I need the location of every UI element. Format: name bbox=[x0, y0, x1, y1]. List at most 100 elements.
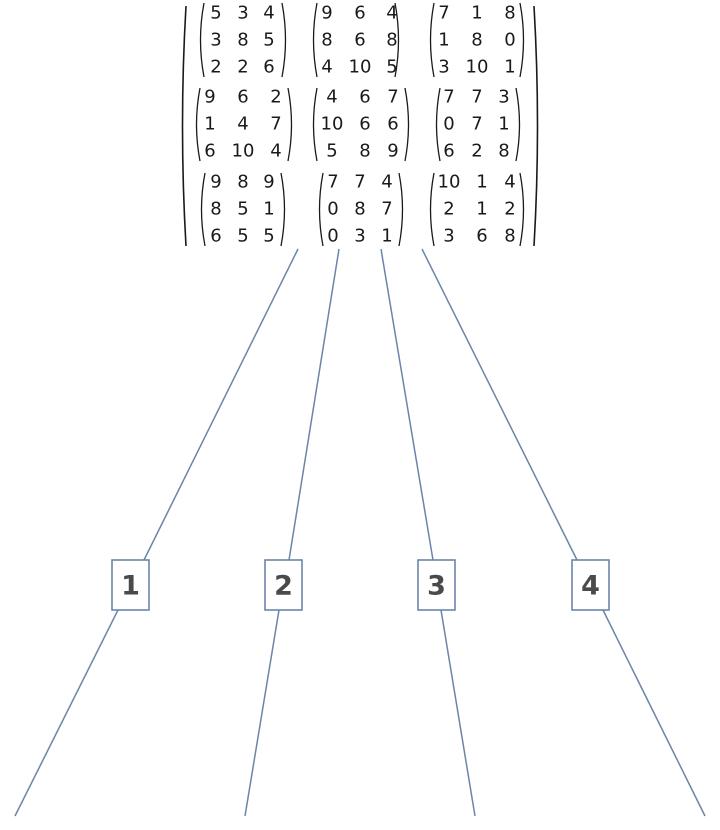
matrix-cell: 6 bbox=[476, 226, 487, 247]
node-label: 1 bbox=[121, 571, 140, 602]
node-box[interactable] bbox=[571, 559, 610, 611]
outer-left-paren bbox=[181, 5, 187, 247]
matrix-cell: 7 bbox=[471, 114, 482, 135]
matrix-cell: 1 bbox=[381, 226, 392, 247]
matrix-cell: 6 bbox=[359, 114, 370, 135]
matrix-cell: 5 bbox=[263, 226, 274, 247]
matrix-cell: 8 bbox=[210, 199, 221, 220]
matrix-cell: 4 bbox=[381, 172, 392, 193]
matrix-cell: 8 bbox=[386, 30, 397, 51]
matrix-cell: 4 bbox=[386, 3, 397, 24]
node-label: 4 bbox=[581, 571, 600, 602]
matrix-cell: 0 bbox=[504, 30, 515, 51]
matrix-cell: 4 bbox=[237, 114, 248, 135]
right-paren bbox=[515, 87, 521, 162]
right-paren bbox=[394, 2, 400, 78]
edge-root-to-node-4 bbox=[421, 248, 578, 561]
matrix-cell: 9 bbox=[321, 3, 332, 24]
node-box[interactable] bbox=[264, 559, 303, 611]
matrix-cell: 6 bbox=[354, 3, 365, 24]
matrix-cell: 1 bbox=[471, 3, 482, 24]
left-paren bbox=[199, 2, 205, 78]
matrix-cell: 6 bbox=[210, 226, 221, 247]
right-paren bbox=[287, 87, 293, 162]
node-label: 2 bbox=[274, 571, 293, 602]
node-4[interactable]: 4 bbox=[571, 559, 610, 611]
left-paren bbox=[312, 2, 318, 78]
node-box[interactable] bbox=[111, 559, 150, 611]
matrix-cell: 1 bbox=[204, 114, 215, 135]
right-paren bbox=[398, 172, 404, 247]
matrix-cell: 5 bbox=[326, 141, 337, 162]
matrix-cell: 9 bbox=[210, 172, 221, 193]
matrix-cell: 8 bbox=[354, 199, 365, 220]
matrix-cell: 6 bbox=[359, 87, 370, 108]
matrix-cell: 2 bbox=[443, 199, 454, 220]
matrix-cell: 10 bbox=[349, 57, 372, 78]
left-paren bbox=[200, 172, 206, 247]
matrix-cell: 4 bbox=[263, 3, 274, 24]
node-label: 3 bbox=[427, 571, 446, 602]
matrix-cell: 0 bbox=[327, 226, 338, 247]
matrix-cell: 9 bbox=[263, 172, 274, 193]
matrix-cell: 4 bbox=[326, 87, 337, 108]
matrix-cell: 6 bbox=[263, 57, 274, 78]
right-paren bbox=[280, 172, 286, 247]
matrix-cell: 10 bbox=[232, 141, 255, 162]
matrix-cell: 10 bbox=[466, 57, 489, 78]
matrix-cell: 3 bbox=[210, 30, 221, 51]
matrix-cell: 10 bbox=[321, 114, 344, 135]
node-1[interactable]: 1 bbox=[111, 559, 150, 611]
matrix-cell: 3 bbox=[237, 3, 248, 24]
left-paren bbox=[429, 172, 435, 247]
left-paren bbox=[429, 2, 435, 78]
matrix-cell: 3 bbox=[498, 87, 509, 108]
right-paren bbox=[519, 172, 525, 247]
matrix-cell: 8 bbox=[504, 3, 515, 24]
matrix-cell: 8 bbox=[504, 226, 515, 247]
matrix-cell: 1 bbox=[504, 57, 515, 78]
matrix-cell: 2 bbox=[210, 57, 221, 78]
matrix-cell: 3 bbox=[443, 226, 454, 247]
left-paren bbox=[318, 172, 324, 247]
outer-right-paren bbox=[533, 5, 539, 247]
matrix-cell: 8 bbox=[498, 141, 509, 162]
matrix-cell: 1 bbox=[476, 172, 487, 193]
edge-root-to-node-1 bbox=[143, 248, 299, 561]
left-paren bbox=[435, 87, 441, 162]
matrix-cell: 7 bbox=[471, 87, 482, 108]
child-nodes: 1 2 3 4 bbox=[111, 559, 610, 611]
matrix-cell: 2 bbox=[270, 87, 281, 108]
matrix-cell: 6 bbox=[237, 87, 248, 108]
matrix-cell: 8 bbox=[359, 141, 370, 162]
matrix-cell: 5 bbox=[386, 57, 397, 78]
matrix-cell: 2 bbox=[471, 141, 482, 162]
matrix-cell: 0 bbox=[443, 114, 454, 135]
edge-node-1-down bbox=[14, 609, 119, 817]
matrix-cell: 1 bbox=[498, 114, 509, 135]
node-3[interactable]: 3 bbox=[417, 559, 456, 611]
node-2[interactable]: 2 bbox=[264, 559, 303, 611]
matrix-cell: 5 bbox=[237, 199, 248, 220]
matrix-cell: 10 bbox=[438, 172, 461, 193]
edges bbox=[14, 248, 706, 817]
edge-root-to-node-2 bbox=[288, 248, 340, 561]
matrix-cell: 1 bbox=[263, 199, 274, 220]
matrix-cell: 4 bbox=[504, 172, 515, 193]
matrix-cell: 4 bbox=[270, 141, 281, 162]
right-paren bbox=[519, 2, 525, 78]
matrix-cell: 8 bbox=[237, 30, 248, 51]
matrix-cell: 3 bbox=[438, 57, 449, 78]
matrix-cell: 8 bbox=[471, 30, 482, 51]
left-paren bbox=[312, 87, 318, 162]
matrix-cell: 9 bbox=[204, 87, 215, 108]
edge-node-4-down bbox=[602, 609, 706, 817]
node-box[interactable] bbox=[417, 559, 456, 611]
